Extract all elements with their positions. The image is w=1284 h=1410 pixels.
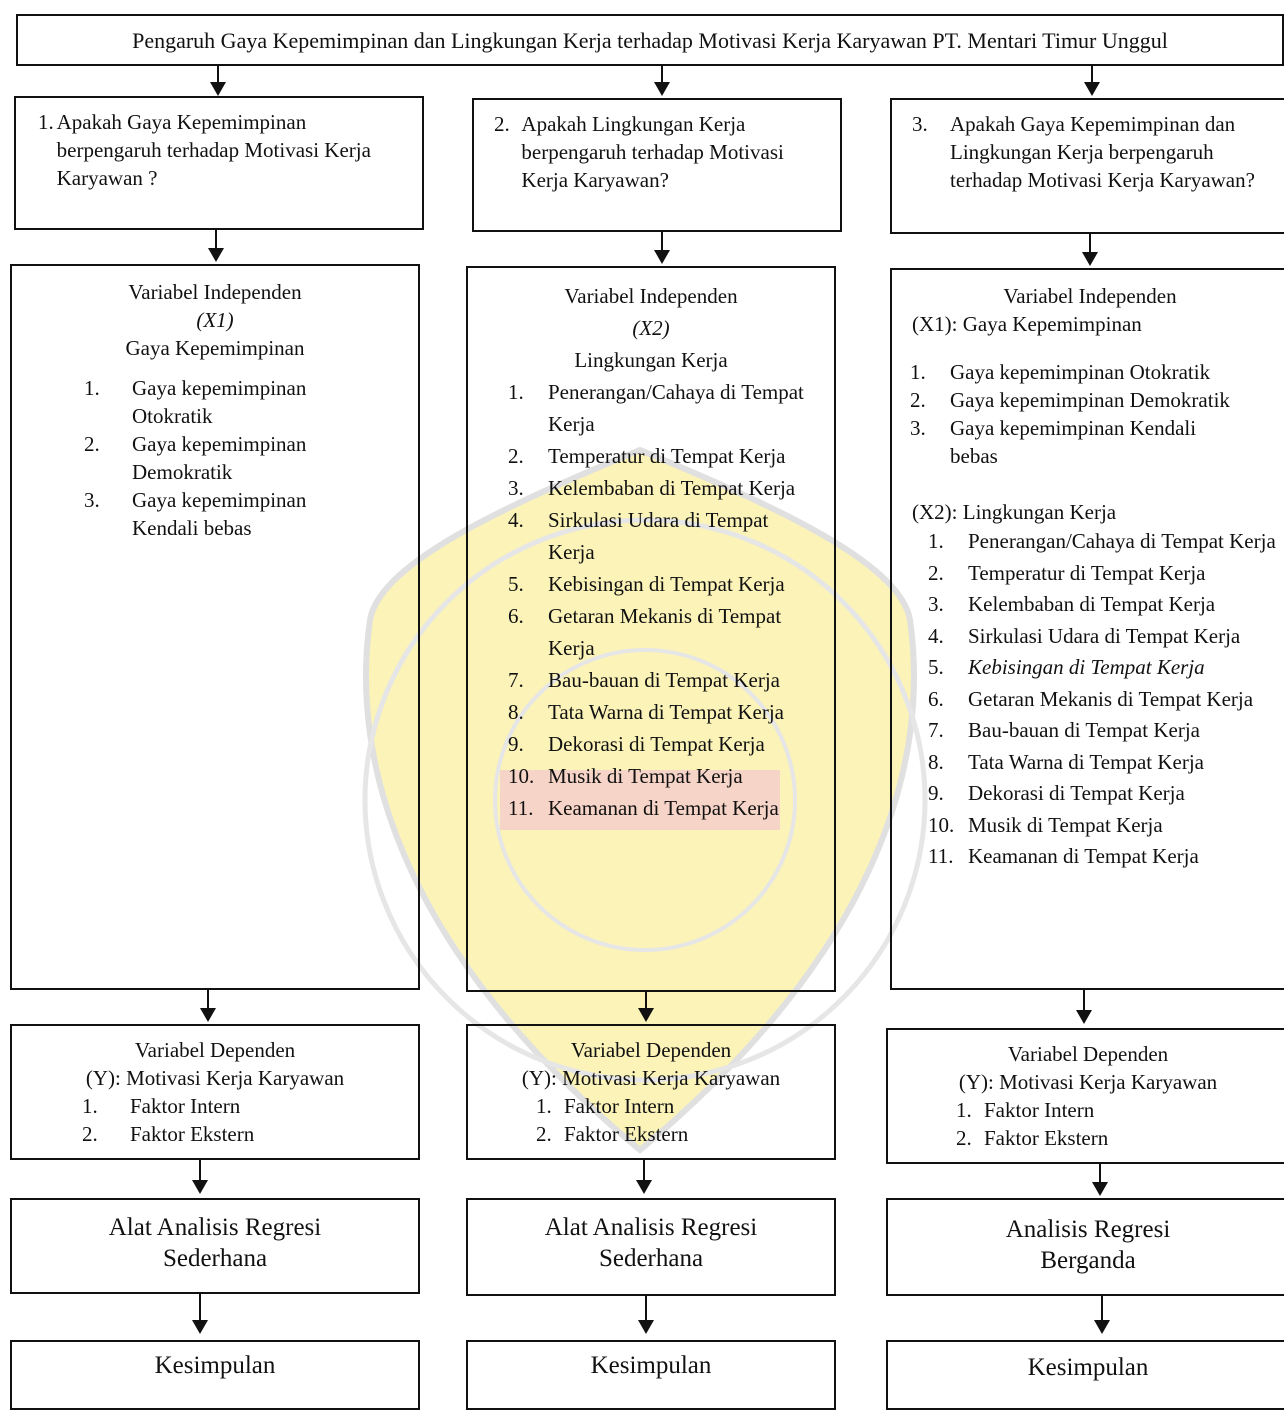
dependent-name: (Y): Motivasi Kerja Karyawan [85, 1066, 345, 1090]
analysis-box-3: Analisis Regresi Berganda [886, 1198, 1284, 1296]
independent-box-2: Variabel Independen (X2) Lingkungan Kerj… [466, 266, 836, 992]
list-item: 1.Faktor Intern [956, 1098, 1095, 1122]
conclusion-box-3: Kesimpulan [886, 1340, 1284, 1410]
analysis-line2: Sederhana [162, 1245, 268, 1272]
list-item: 9.Dekorasi di Tempat Kerja [508, 732, 765, 756]
analysis-line1: Alat Analisis Regresi [544, 1214, 758, 1241]
conclusion-text: Kesimpulan [590, 1352, 712, 1379]
list-item: 4.Sirkulasi Udara di Tempat Kerja [928, 623, 1241, 648]
list-item: 6.Getaran Mekanis di Tempat Kerja [508, 604, 782, 660]
analysis-box-1: Alat Analisis Regresi Sederhana [10, 1198, 420, 1294]
list-item: 1.Gaya kepemimpinan Otokratik [910, 360, 1211, 384]
list-item: 10.Musik di Tempat Kerja [508, 764, 743, 788]
list-item: 2.Gaya kepemimpinan Demokratik [910, 388, 1230, 412]
list-item: 5.Kebisingan di Tempat Kerja [508, 572, 785, 596]
list-item: 11.Keamanan di Tempat Kerja [508, 796, 779, 820]
conclusion-box-1: Kesimpulan [10, 1340, 420, 1410]
dependent-name: (Y): Motivasi Kerja Karyawan [521, 1066, 781, 1090]
list-item: 9.Dekorasi di Tempat Kerja [928, 781, 1185, 805]
list-item: 3.Gaya kepemimpinan Kendali bebas [84, 488, 307, 540]
title-box: Pengaruh Gaya Kepemimpinan dan Lingkunga… [16, 14, 1284, 66]
independent-heading: Variabel Independen [564, 284, 738, 308]
question-number: 1. [38, 110, 54, 134]
list-item: 2.Faktor Ekstern [82, 1122, 255, 1146]
analysis-line1: Analisis Regresi [1005, 1216, 1171, 1243]
list-item: 5.Kebisingan di Tempat Kerja [928, 655, 1205, 679]
independent-code: (X1) [196, 308, 234, 332]
list-item: 3.Kelembaban di Tempat Kerja [928, 592, 1216, 616]
list-item: 8.Tata Warna di Tempat Kerja [928, 749, 1204, 774]
list-item: 2.Gaya kepemimpinan Demokratik [84, 432, 307, 484]
analysis-line2: Berganda [1040, 1247, 1136, 1274]
independent-box-1: Variabel Independen (X1) Gaya Kepemimpin… [10, 264, 420, 990]
diagram-title: Pengaruh Gaya Kepemimpinan dan Lingkunga… [132, 28, 1168, 53]
list-item: 2.Temperatur di Tempat Kerja [928, 560, 1206, 585]
list-item: 8.Tata Warna di Tempat Kerja [508, 700, 784, 724]
list-item: 7.Bau-bauan di Tempat Kerja [928, 718, 1200, 742]
independent-name: Lingkungan Kerja [574, 348, 728, 372]
independent-code: (X2) [632, 316, 670, 340]
list-item: 1.Penerangan/Cahaya di Tempat Kerja [928, 529, 1276, 553]
independent-name: Gaya Kepemimpinan [125, 336, 305, 360]
x1-label: (X1): Gaya Kepemimpinan [912, 312, 1142, 336]
dependent-heading: Variabel Dependen [570, 1038, 732, 1062]
list-item: 2.Faktor Ekstern [956, 1126, 1109, 1150]
list-item: 4.Sirkulasi Udara di Tempat Kerja [508, 508, 769, 564]
list-item: 7.Bau-bauan di Tempat Kerja [508, 668, 780, 692]
list-item: 10.Musik di Tempat Kerja [928, 812, 1163, 837]
question-box-3: 3. Apakah Gaya Kepemimpinan dan Lingkung… [890, 98, 1284, 234]
list-item: 1.Penerangan/Cahaya di Tempat Kerja [508, 380, 804, 436]
dependent-box-2: Variabel Dependen (Y): Motivasi Kerja Ka… [466, 1024, 836, 1160]
analysis-line2: Sederhana [598, 1245, 704, 1272]
dependent-heading: Variabel Dependen [134, 1038, 296, 1062]
conclusion-text: Kesimpulan [1027, 1354, 1149, 1381]
dependent-name: (Y): Motivasi Kerja Karyawan [958, 1070, 1218, 1094]
question-box-1: 1. Apakah Gaya Kepemimpinan berpengaruh … [14, 96, 424, 230]
independent-heading: Variabel Independen [1003, 284, 1177, 308]
independent-box-3: Variabel Independen (X1): Gaya Kepemimpi… [890, 268, 1284, 990]
analysis-box-2: Alat Analisis Regresi Sederhana [466, 1198, 836, 1296]
question-text: Apakah Gaya Kepemimpinan dan Lingkungan … [950, 112, 1255, 192]
dependent-heading: Variabel Dependen [1007, 1042, 1169, 1066]
list-item: 2.Temperatur di Tempat Kerja [508, 444, 786, 468]
question-number: 2. [494, 112, 510, 136]
analysis-line1: Alat Analisis Regresi [108, 1214, 322, 1241]
x2-label: (X2): Lingkungan Kerja [912, 500, 1117, 524]
list-item: 1.Faktor Intern [82, 1094, 241, 1118]
conclusion-box-2: Kesimpulan [466, 1340, 836, 1410]
question-text: Apakah Gaya Kepemimpinan berpengaruh ter… [56, 110, 371, 190]
question-box-2: 2. Apakah Lingkungan Kerja berpengaruh t… [472, 98, 842, 232]
list-item: 11.Keamanan di Tempat Kerja [928, 844, 1199, 868]
list-item: 2.Faktor Ekstern [536, 1122, 689, 1146]
question-number: 3. [912, 112, 928, 136]
question-text: Apakah Lingkungan Kerja berpengaruh terh… [521, 112, 784, 192]
conclusion-text: Kesimpulan [154, 1352, 276, 1379]
list-item: 3.Kelembaban di Tempat Kerja [508, 476, 796, 500]
list-item: 6.Getaran Mekanis di Tempat Kerja [928, 686, 1254, 711]
list-item: 3.Gaya kepemimpinan Kendali bebas [910, 416, 1197, 468]
list-item: 1.Faktor Intern [536, 1094, 675, 1118]
list-item: 1.Gaya kepemimpinan Otokratik [84, 376, 307, 428]
dependent-box-3: Variabel Dependen (Y): Motivasi Kerja Ka… [886, 1028, 1284, 1164]
independent-heading: Variabel Independen [128, 280, 302, 304]
dependent-box-1: Variabel Dependen (Y): Motivasi Kerja Ka… [10, 1024, 420, 1160]
